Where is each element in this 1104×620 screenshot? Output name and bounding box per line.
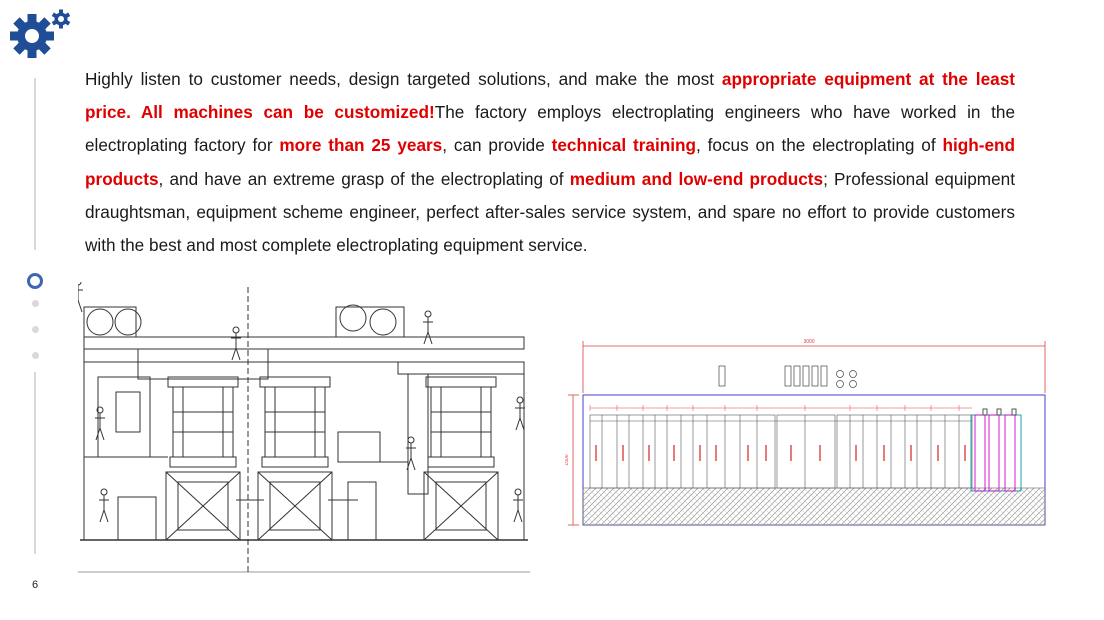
text-segment: Highly listen to customer needs, design … [85, 69, 722, 89]
nav-rail-top [34, 78, 36, 250]
nav-rail-bottom [34, 372, 36, 554]
highlight-years: more than 25 years [279, 135, 443, 156]
nav-dot-3[interactable] [32, 326, 39, 333]
highlight-high-end: high-end products [85, 135, 1016, 189]
nav-dot-active[interactable] [27, 273, 43, 289]
highlight-training: technical training [551, 135, 696, 156]
text-segment: , and have an extreme grasp of the elect… [158, 168, 570, 189]
equipment-elevation-drawing [78, 282, 530, 573]
equipment-plan-drawing: 3000 1500 [565, 339, 1046, 526]
gears-icon [10, 9, 71, 58]
text-segment: ; Professional equipment draughtsman, eq… [85, 168, 1015, 256]
page-number: 6 [32, 579, 39, 591]
highlight-equipment: appropriate equipment at the least price… [85, 69, 1015, 123]
nav-dot-2[interactable] [32, 300, 39, 307]
highlight-medium-low: medium and low-end products [569, 168, 824, 189]
overall-length-dimension: 3000 [803, 339, 814, 345]
nav-dot-4[interactable] [32, 352, 39, 359]
text-segment: , can provide [442, 135, 552, 156]
intro-paragraph: Highly listen to customer needs, design … [85, 63, 1015, 262]
text-segment: , focus on the electroplating of [696, 135, 943, 156]
text-segment: The factory employs electroplating engin… [85, 102, 1016, 156]
height-dimension: 1500 [565, 454, 570, 465]
